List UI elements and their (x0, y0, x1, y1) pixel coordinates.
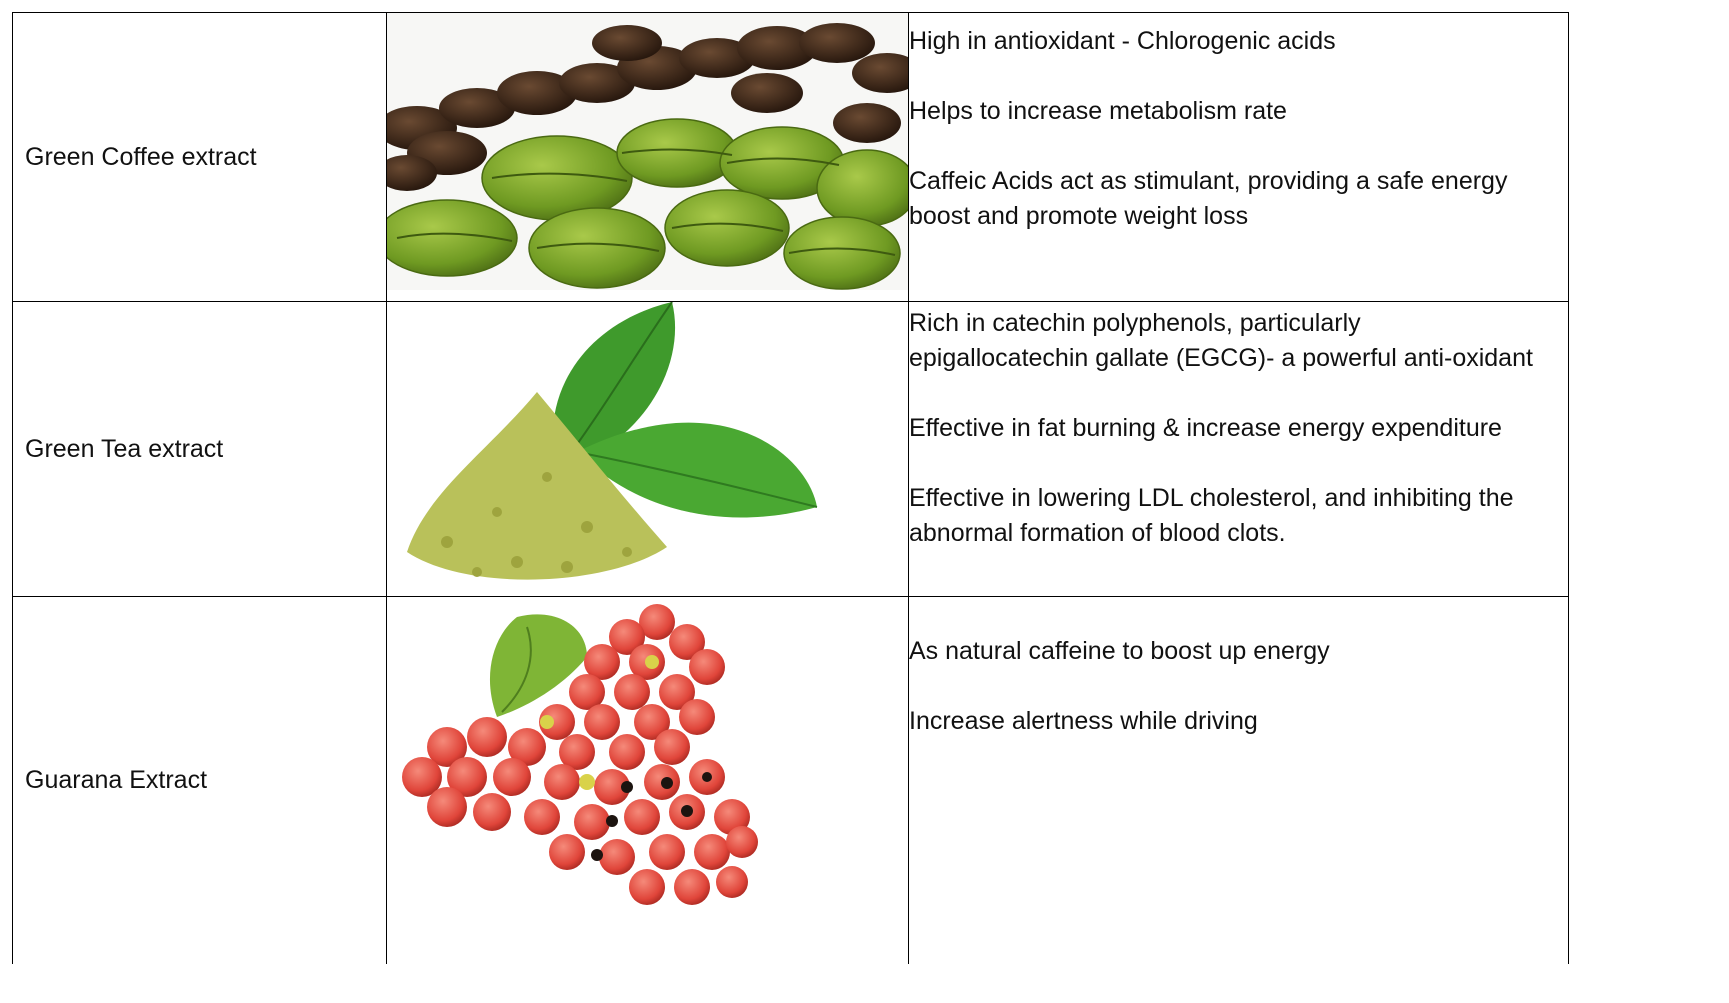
benefit-text: boost and promote weight loss (909, 202, 1249, 230)
green-coffee-beans-icon (387, 13, 908, 290)
ingredient-name: Guarana Extract (12, 596, 387, 964)
benefit-text: Effective in fat burning & increase ener… (909, 414, 1502, 442)
guarana-image (386, 596, 909, 964)
guarana-berries-icon (387, 597, 908, 927)
benefit-text: epigallocatechin gallate (EGCG)- a power… (909, 344, 1533, 372)
benefit-text: Rich in catechin polyphenols, particular… (909, 309, 1361, 337)
benefit-text: abnormal formation of blood clots. (909, 519, 1286, 547)
table-row: Guarana Extract (12, 596, 1569, 964)
ingredient-name: Green Coffee extract (12, 12, 387, 302)
green-coffee-image (386, 12, 909, 302)
green-tea-leaf-icon (387, 302, 908, 592)
benefits-cell: Rich in catechin polyphenols, particular… (908, 301, 1569, 597)
ingredients-table: Green Coffee extract (12, 12, 1569, 964)
benefit-text: High in antioxidant - Chlorogenic acids (909, 27, 1336, 55)
benefit-text: As natural caffeine to boost up energy (909, 637, 1330, 665)
ingredient-name: Green Tea extract (12, 301, 387, 597)
table-row: Green Coffee extract (12, 12, 1569, 302)
green-tea-image (386, 301, 909, 597)
benefits-cell: As natural caffeine to boost up energy I… (908, 596, 1569, 964)
benefit-text: Helps to increase metabolism rate (909, 97, 1287, 125)
benefit-text: Effective in lowering LDL cholesterol, a… (909, 484, 1514, 512)
benefits-cell: High in antioxidant - Chlorogenic acids … (908, 12, 1569, 302)
benefit-text: Caffeic Acids act as stimulant, providin… (909, 167, 1508, 195)
benefit-text: Increase alertness while driving (909, 707, 1258, 735)
table-row: Green Tea extract Rich in catechin polyp… (12, 301, 1569, 597)
